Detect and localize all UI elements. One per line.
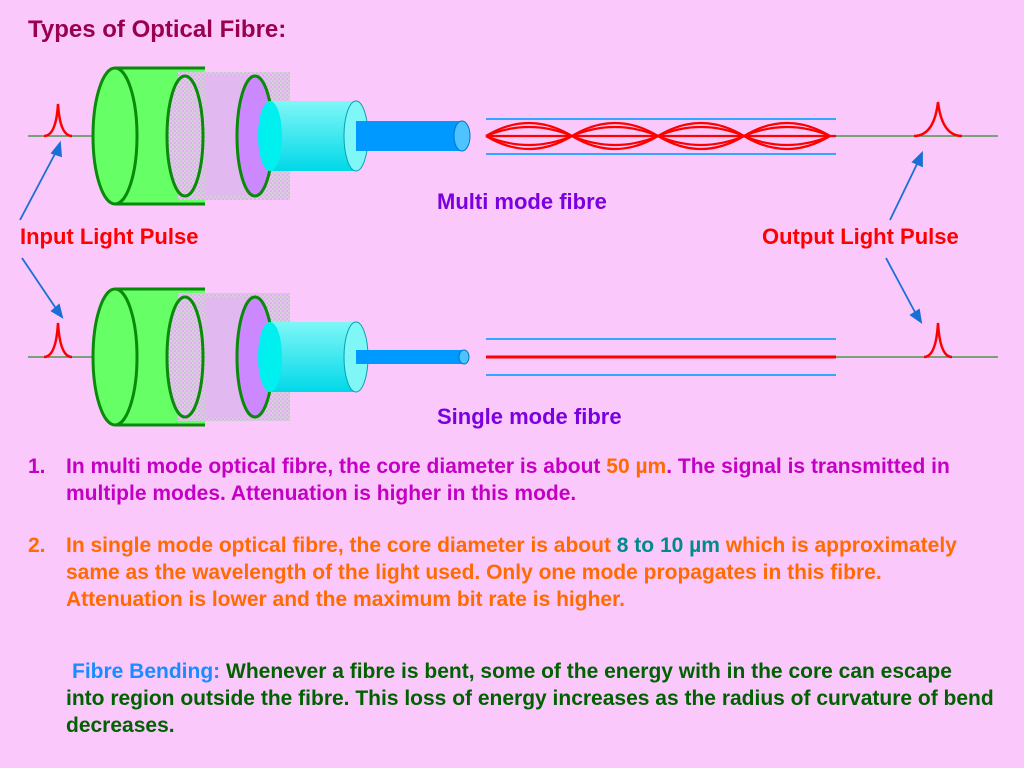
output-pulse	[913, 101, 963, 138]
point-1-text-b: . The signal is transmitted in multiple …	[66, 455, 950, 505]
input-pulse	[43, 322, 73, 359]
multi-mode-fibre-label: Multi mode fibre	[437, 189, 607, 214]
input-pulse	[43, 103, 73, 138]
fibre-core	[356, 120, 471, 152]
pointer-arrows	[19, 140, 923, 324]
output-light-pulse-label: Output Light Pulse	[762, 224, 959, 249]
point-2-text: In single mode optical fibre, the core d…	[66, 532, 996, 613]
fibre-bending-paragraph: Fibre Bending: Whenever a fibre is bent,…	[66, 658, 996, 739]
multi-mode-fibre-group	[28, 66, 998, 206]
point-2-text-a: In single mode optical fibre, the core d…	[66, 534, 617, 557]
input-light-pulse-label: Input Light Pulse	[20, 224, 199, 249]
single-mode-fibre-label: Single mode fibre	[437, 404, 622, 429]
fibre-diagram	[19, 66, 998, 427]
point-2-number: 2.	[28, 534, 46, 557]
single-mode-fibre-group	[28, 287, 998, 427]
multi-mode-core-diameter: 50 µm	[606, 455, 667, 478]
cladding	[258, 100, 369, 172]
output-pulse	[923, 322, 953, 359]
point-2-text-b: which is approximately same as the wavel…	[66, 534, 957, 611]
point-1-number: 1.	[28, 455, 46, 478]
single-mode-core-min: 8	[616, 534, 629, 557]
point-1-text-a: In multi mode optical fibre, the core di…	[66, 455, 607, 478]
fibre-core	[356, 349, 470, 365]
multimode-rays	[485, 121, 836, 151]
single-mode-core-max: 10 µm	[659, 534, 720, 557]
fibre-bending-heading: Fibre Bending:	[72, 660, 221, 683]
cladding	[258, 321, 369, 393]
point-1-text: In multi mode optical fibre, the core di…	[66, 453, 996, 507]
fibre-bending-text: Whenever a fibre is bent, some of the en…	[66, 660, 994, 737]
slide-title: Types of Optical Fibre:	[28, 16, 287, 43]
single-mode-core-to: to	[628, 534, 660, 557]
